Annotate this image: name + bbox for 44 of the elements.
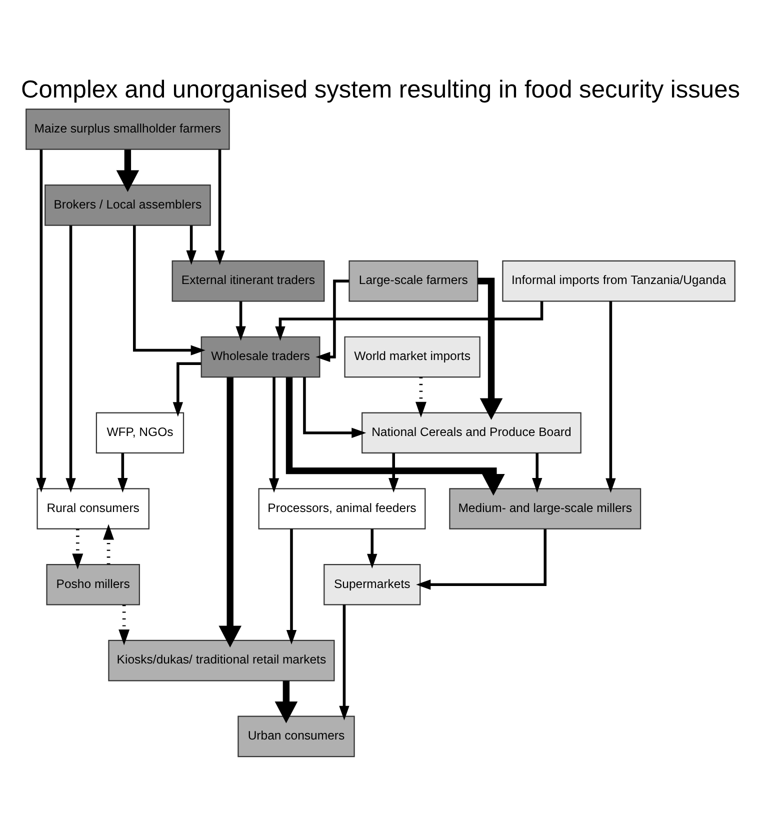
arrow: [416, 528, 547, 590]
arrow: [303, 376, 366, 438]
node-box: Maize surplus smallholder farmers: [26, 108, 230, 150]
arrow: [214, 148, 225, 265]
arrow: [236, 300, 246, 340]
diagram-title: Complex and unorganised system resulting in food security issues: [20, 76, 740, 104]
arrow: [286, 376, 505, 496]
arrow: [274, 680, 298, 723]
arrow: [133, 224, 206, 355]
arrow: [72, 528, 84, 569]
node-box: Medium- and large-scale millers: [449, 488, 642, 529]
node-box: Supermarkets: [324, 564, 421, 605]
arrow: [316, 279, 349, 362]
arrow: [218, 376, 242, 647]
node-box: Processors, animal feeders: [258, 488, 426, 529]
node-box: Wholesale traders: [200, 336, 320, 378]
arrow: [268, 376, 280, 492]
node-box: Informal imports from Tanzania/Uganda: [502, 260, 736, 302]
arrow: [118, 604, 130, 645]
node-box: External itinerant traders: [172, 260, 325, 302]
node-box: Posho millers: [46, 564, 140, 605]
node-box: Large-scale farmers: [348, 260, 478, 302]
node-box: World market imports: [344, 336, 480, 378]
arrow: [286, 528, 297, 644]
arrow: [606, 300, 616, 492]
node-box: Rural consumers: [36, 488, 150, 529]
arrow: [478, 277, 503, 420]
arrow: [103, 524, 114, 564]
arrow: [36, 149, 46, 492]
arrow: [66, 225, 76, 492]
arrow: [118, 452, 128, 492]
arrow: [186, 225, 196, 264]
node-box: National Cereals and Produce Board: [362, 412, 582, 453]
arrow: [116, 149, 140, 192]
arrow: [367, 528, 378, 568]
node-box: Brokers / Local assemblers: [44, 184, 211, 226]
arrow: [388, 452, 399, 492]
arrow: [339, 604, 350, 720]
arrow: [172, 362, 201, 416]
arrow: [532, 452, 542, 492]
node-box: Urban consumers: [238, 715, 355, 757]
node-box: Kiosks/dukas/ traditional retail markets: [108, 639, 335, 681]
node-box: WFP, NGOs: [96, 412, 184, 453]
arrow: [415, 376, 426, 418]
